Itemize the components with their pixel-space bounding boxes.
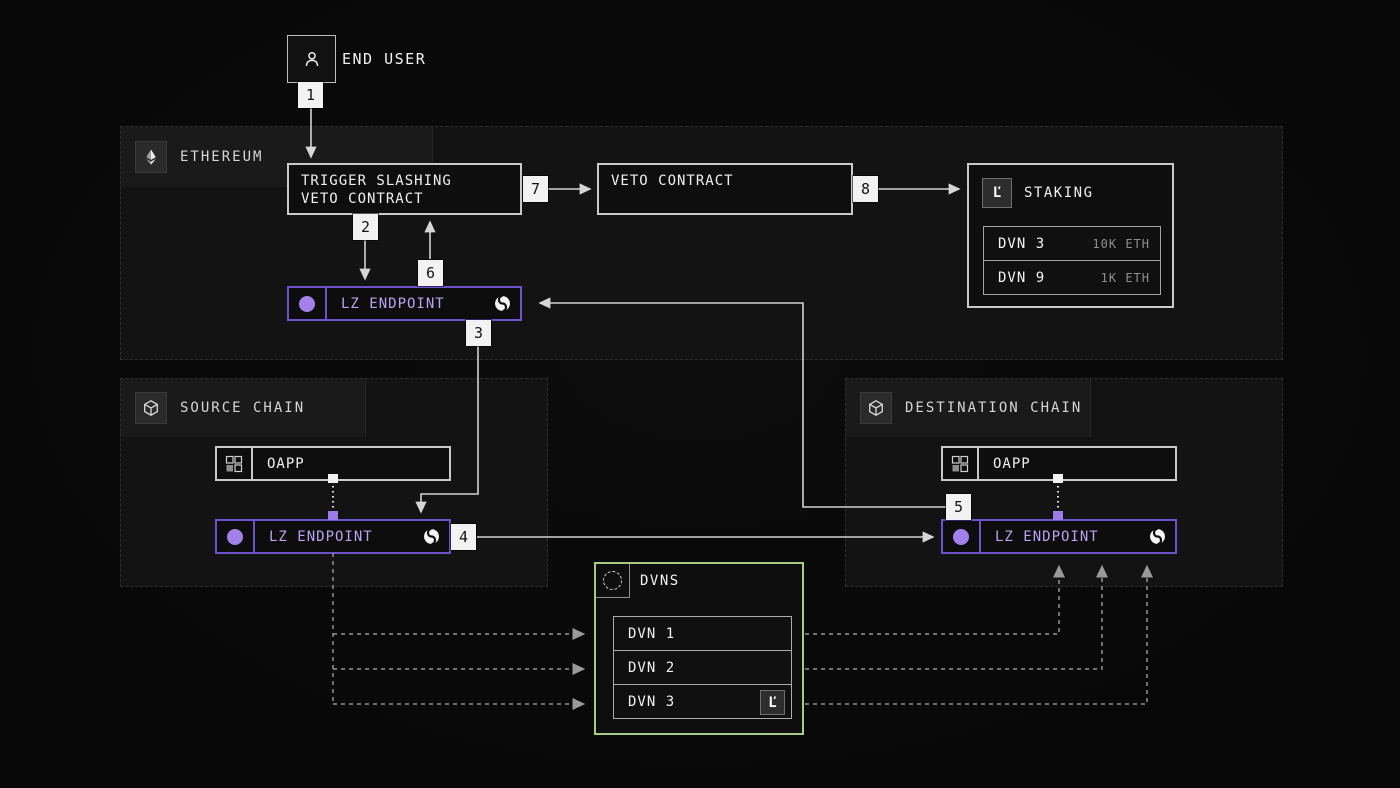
step-badge-7: 7 <box>523 176 548 202</box>
lz-mark-icon <box>423 528 440 545</box>
end-user-node <box>287 35 336 83</box>
lz-endpoint-source: LZ ENDPOINT <box>215 519 451 554</box>
layerzero-logo-icon: Ľ <box>760 690 785 715</box>
staking-dvn-name: DVN 3 <box>998 236 1045 252</box>
staking-dvn-name: DVN 9 <box>998 270 1045 286</box>
staking-label: STAKING <box>1024 185 1094 201</box>
trigger-node-line2: VETO CONTRACT <box>301 190 520 208</box>
staking-node: Ľ STAKING DVN 3 10K ETH DVN 9 1K ETH <box>967 163 1174 308</box>
dvn-name: DVN 2 <box>628 659 675 677</box>
step-badge-2: 2 <box>353 214 378 240</box>
staking-dvn-stake: 10K ETH <box>1092 237 1150 251</box>
layerzero-logo-icon: Ľ <box>982 178 1012 208</box>
person-icon <box>302 49 322 69</box>
source-chain-panel-label: SOURCE CHAIN <box>180 400 305 416</box>
endpoint-dot-icon <box>289 288 327 319</box>
endpoint-dot-icon <box>943 521 981 552</box>
step-badge-5: 5 <box>946 494 971 520</box>
dvn-name: DVN 3 <box>628 693 675 711</box>
grid-icon <box>217 448 253 479</box>
lz-endpoint-ethereum: LZ ENDPOINT <box>287 286 522 321</box>
grid-icon <box>943 448 979 479</box>
cube-icon <box>860 392 892 424</box>
staking-dvn-stake: 1K ETH <box>1101 271 1150 285</box>
destination-chain-panel: DESTINATION CHAIN <box>845 378 1283 587</box>
staking-row-dvn9: DVN 9 1K ETH <box>983 260 1161 295</box>
end-user-label: END USER <box>342 50 426 68</box>
endpoint-label: LZ ENDPOINT <box>255 529 423 545</box>
dvn-row-2: DVN 2 <box>613 650 792 685</box>
ethereum-panel-label: ETHEREUM <box>180 149 263 165</box>
ethereum-icon <box>135 141 167 173</box>
dvns-dashed-circle-icon <box>596 564 630 598</box>
lz-endpoint-destination: LZ ENDPOINT <box>941 519 1177 554</box>
dvns-node: DVNS DVN 1 DVN 2 DVN 3 Ľ <box>594 562 804 735</box>
lz-mark-icon <box>1149 528 1166 545</box>
dvns-label: DVNS <box>640 573 680 589</box>
step-badge-3: 3 <box>466 320 491 346</box>
trigger-slashing-veto-contract-node: TRIGGER SLASHING VETO CONTRACT <box>287 163 522 215</box>
step-badge-6: 6 <box>418 260 443 286</box>
dvn-name: DVN 1 <box>628 625 675 643</box>
oapp-source-node: OAPP <box>215 446 451 481</box>
cube-icon <box>135 392 167 424</box>
destination-chain-panel-header: DESTINATION CHAIN <box>846 379 1091 437</box>
destination-chain-panel-label: DESTINATION CHAIN <box>905 400 1082 416</box>
endpoint-label: LZ ENDPOINT <box>327 296 494 312</box>
trigger-node-line1: TRIGGER SLASHING <box>301 172 520 190</box>
oapp-label: OAPP <box>253 456 305 472</box>
step-badge-4: 4 <box>451 524 476 550</box>
endpoint-label: LZ ENDPOINT <box>981 529 1149 545</box>
dvn-row-3: DVN 3 Ľ <box>613 684 792 719</box>
dvn-row-1: DVN 1 <box>613 616 792 651</box>
lz-mark-icon <box>494 295 511 312</box>
source-chain-panel: SOURCE CHAIN <box>120 378 548 587</box>
oapp-destination-node: OAPP <box>941 446 1177 481</box>
veto-node-label: VETO CONTRACT <box>611 172 851 190</box>
veto-contract-node: VETO CONTRACT <box>597 163 853 215</box>
step-badge-8: 8 <box>853 176 878 202</box>
staking-row-dvn3: DVN 3 10K ETH <box>983 226 1161 261</box>
endpoint-dot-icon <box>217 521 255 552</box>
source-chain-panel-header: SOURCE CHAIN <box>121 379 366 437</box>
oapp-label: OAPP <box>979 456 1031 472</box>
step-badge-1: 1 <box>298 82 323 108</box>
